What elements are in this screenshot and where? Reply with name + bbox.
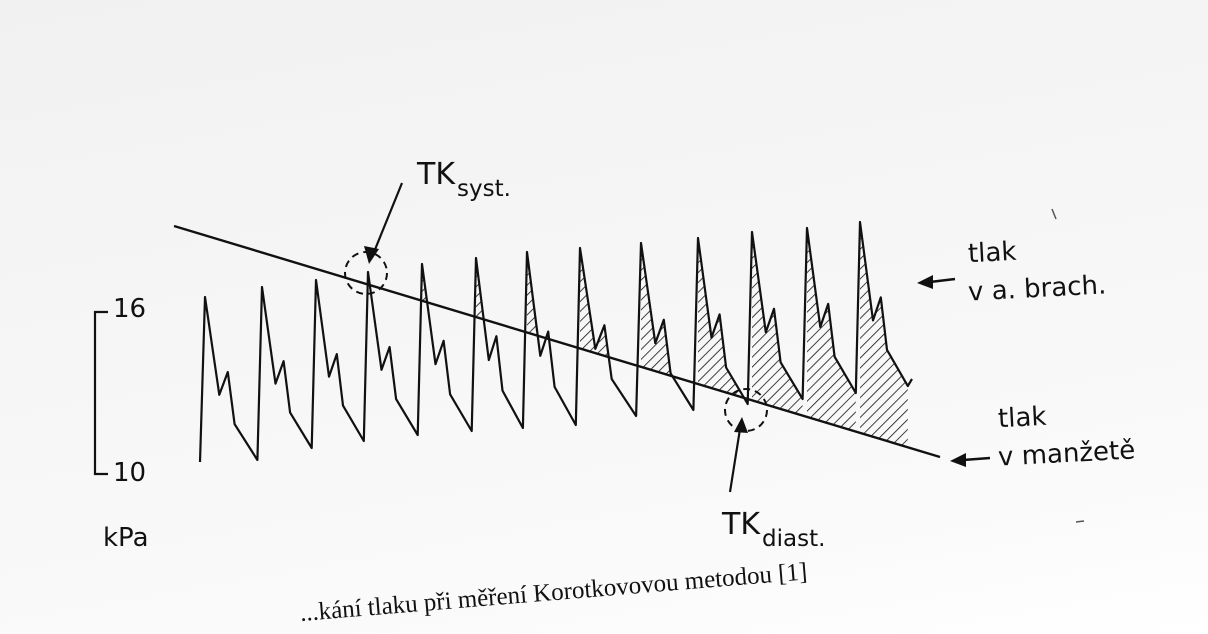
systolic-arrow-head xyxy=(364,246,379,264)
hatched-pressure-areas xyxy=(422,222,908,448)
hatched-area xyxy=(527,252,550,340)
artery-arrow-shaft xyxy=(929,277,956,284)
scan-mark xyxy=(1051,208,1057,220)
brachial-pressure-waveform xyxy=(198,220,913,463)
artery-arrow-head xyxy=(917,275,933,289)
diastolic-label-main: TK xyxy=(722,507,760,542)
hatched-area xyxy=(752,232,803,416)
diastolic-arrow-shaft xyxy=(728,428,742,493)
hatched-area xyxy=(641,243,673,377)
diastolic-label-sub: diast. xyxy=(762,526,826,552)
scan-mark xyxy=(1075,520,1085,523)
hatched-area xyxy=(860,222,908,448)
diastolic-label: TKdiast. xyxy=(722,507,825,551)
cuff-pressure-line xyxy=(173,224,941,459)
artery-label-line-2: v a. brach. xyxy=(967,270,1107,308)
scale-unit: kPa xyxy=(103,523,149,553)
hatched-area xyxy=(698,238,745,398)
systolic-label-sub: syst. xyxy=(457,176,511,202)
cuff-arrow-head xyxy=(950,453,966,467)
cuff-label-line-1: tlak xyxy=(997,401,1048,435)
hatched-area xyxy=(580,248,609,358)
diastolic-arrow-head xyxy=(734,417,748,433)
hatched-area xyxy=(807,228,856,432)
systolic-arrow-shaft xyxy=(372,182,404,253)
cuff-arrow-shaft xyxy=(962,456,991,462)
systolic-marker-circle xyxy=(344,251,388,295)
systolic-label: TKsyst. xyxy=(417,157,511,201)
systolic-label-main: TK xyxy=(417,157,455,192)
diastolic-marker-circle xyxy=(724,388,768,432)
scale-bottom-value: 10 xyxy=(113,458,147,488)
scale-bracket xyxy=(93,310,108,476)
cuff-label-line-2: v manžetě xyxy=(997,435,1136,473)
scale-top-value: 16 xyxy=(113,294,147,324)
artery-label-line-1: tlak xyxy=(967,236,1018,270)
